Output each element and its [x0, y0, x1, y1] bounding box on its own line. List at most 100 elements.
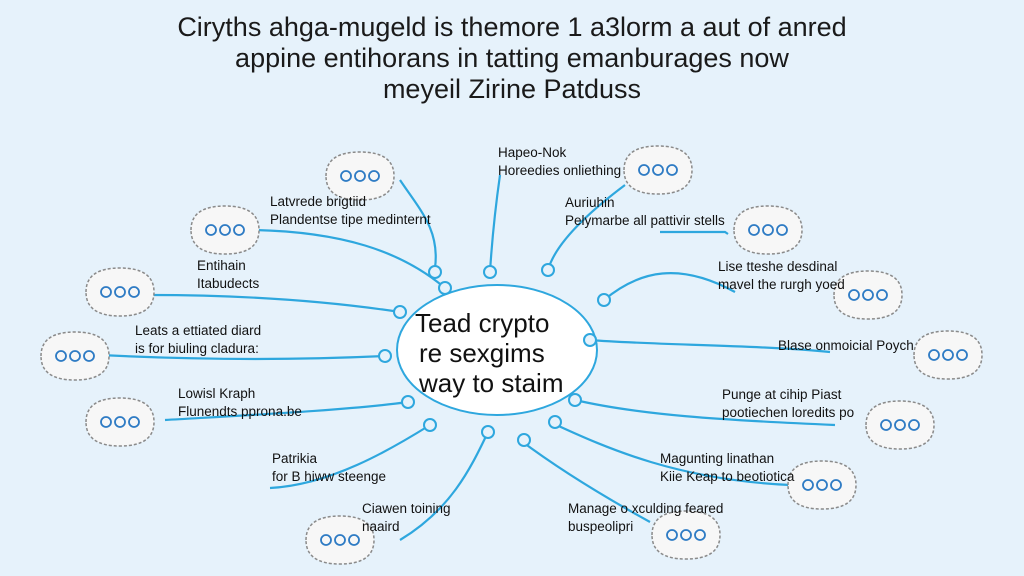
- connector-node: [541, 263, 555, 277]
- gear-icon: [320, 534, 332, 546]
- gear-icon: [334, 534, 346, 546]
- branch-label-4: Blase onmoicial Poych: [778, 337, 914, 355]
- gear-icon: [748, 224, 760, 236]
- puzzle-cloud-icon: [651, 510, 721, 560]
- connector-node: [393, 305, 407, 319]
- bubble-outline: [787, 460, 857, 510]
- diagram-title: Ciryths ahga-mugeld is themore 1 a3lorm …: [0, 12, 1024, 105]
- center-node-text: Tead crypto re sexgims way to staim: [415, 308, 595, 398]
- gear-icon: [694, 529, 706, 541]
- branch-label-line: Hapeo-Nok: [498, 145, 567, 160]
- gear-icon: [652, 164, 664, 176]
- bubble-outline: [865, 400, 935, 450]
- bubble-outline: [305, 515, 375, 565]
- branch-label-line: Plandentse tipe medinternt: [270, 212, 431, 227]
- puzzle-cloud-icon: [865, 400, 935, 450]
- bubble-outline: [651, 510, 721, 560]
- puzzle-cloud-icon: [833, 270, 903, 320]
- gear-icon: [830, 479, 842, 491]
- connector-node: [483, 265, 497, 279]
- connector-line: [269, 424, 431, 490]
- branch-label-line: Lise tteshe desdinal: [718, 259, 838, 274]
- bubble-outline: [85, 397, 155, 447]
- branch-label-10: Lowisl Kraph Flunendts pprona.be: [178, 385, 302, 421]
- puzzle-cloud-icon: [40, 331, 110, 381]
- gear-icon: [128, 416, 140, 428]
- gear-icon: [680, 529, 692, 541]
- gear-icon: [956, 349, 968, 361]
- gear-icon: [233, 224, 245, 236]
- branch-label-line: Leats a ettiated diard: [135, 323, 262, 338]
- gear-icon: [862, 289, 874, 301]
- connector-node: [548, 415, 562, 429]
- gear-icon: [666, 529, 678, 541]
- branch-label-9: Patrikia for B hiww steenge: [272, 450, 386, 486]
- bubble-outline: [733, 205, 803, 255]
- branch-label-line: pootiechen loredits po: [722, 405, 855, 420]
- center-line-1: Tead crypto: [415, 308, 550, 338]
- gear-icon: [219, 224, 231, 236]
- gear-icon: [816, 479, 828, 491]
- center-line-3: way to staim: [419, 368, 564, 398]
- branch-label-8: Ciawen toining naaird: [362, 500, 451, 536]
- branch-label-line: Kiie Keap to beotiotica: [660, 469, 795, 484]
- gear-icon: [802, 479, 814, 491]
- branch-label-line: Lowisl Kraph: [178, 386, 256, 401]
- branch-label-11: Leats a ettiated diard is for biuling cl…: [135, 322, 261, 358]
- connector-line: [99, 353, 386, 360]
- branch-label-line: Patrikia: [272, 451, 318, 466]
- gear-icon: [55, 350, 67, 362]
- bubble-outline: [623, 145, 693, 195]
- bubble-outline: [833, 270, 903, 320]
- gear-icon: [114, 286, 126, 298]
- puzzle-cloud-icon: [913, 330, 983, 380]
- gear-icon: [762, 224, 774, 236]
- connector-line: [519, 439, 651, 523]
- puzzle-cloud-icon: [305, 515, 375, 565]
- branch-label-line: mavel the rurgh yoed: [718, 277, 845, 292]
- gear-icon: [340, 170, 352, 182]
- connector-node: [428, 265, 442, 279]
- branch-label-5: Punge at cihip Piast pootiechen loredits…: [722, 386, 854, 422]
- branch-label-3: Lise tteshe desdinal mavel the rurgh yoe…: [718, 258, 845, 294]
- puzzle-cloud-icon: [733, 205, 803, 255]
- bubble-outline: [913, 330, 983, 380]
- connector-node: [438, 281, 452, 295]
- branch-label-line: is for biuling cladura:: [135, 341, 259, 356]
- center-node: [396, 284, 598, 416]
- puzzle-cloud-icon: [190, 205, 260, 255]
- branch-label-line: Magunting linathan: [660, 451, 775, 466]
- connector-line: [660, 230, 729, 235]
- branch-label-7: Manage o xculding feared buspeolipri: [568, 500, 723, 536]
- branch-label-2: Auriuhin Pelymarbe all pattivir stells: [565, 194, 725, 230]
- title-line-1: Ciryths ahga-mugeld is themore 1 a3lorm …: [177, 12, 847, 42]
- puzzle-cloud-icon: [325, 151, 395, 201]
- gear-icon: [776, 224, 788, 236]
- connector-lines: [99, 174, 836, 541]
- gear-icon: [880, 419, 892, 431]
- puzzle-cloud-icon: [85, 397, 155, 447]
- gear-icon: [69, 350, 81, 362]
- gear-icon: [100, 286, 112, 298]
- gear-icon: [348, 534, 360, 546]
- branch-label-line: Ciawen toining: [362, 501, 451, 516]
- connector-line: [399, 179, 437, 269]
- gear-icon: [100, 416, 112, 428]
- connector-line: [603, 272, 736, 301]
- gear-icon: [205, 224, 217, 236]
- branch-label-line: Itabudects: [197, 276, 260, 291]
- gear-icon: [928, 349, 940, 361]
- branch-label-line: Entihain: [197, 258, 246, 273]
- branch-label-12: Entihain Itabudects: [197, 257, 259, 293]
- gear-icon: [894, 419, 906, 431]
- branch-label-line: Blase onmoicial Poych: [778, 338, 914, 353]
- branch-label-line: Auriuhin: [565, 195, 615, 210]
- branch-label-13: Latvrede brigtiid Plandentse tipe medint…: [270, 193, 431, 229]
- center-line-2: re sexgims: [419, 338, 545, 368]
- branch-label-line: Latvrede brigtiid: [270, 194, 367, 209]
- gear-icon: [666, 164, 678, 176]
- bubble-outline: [40, 331, 110, 381]
- branch-label-1: Hapeo-Nok Horeedies onliething: [498, 144, 621, 180]
- gear-icon: [83, 350, 95, 362]
